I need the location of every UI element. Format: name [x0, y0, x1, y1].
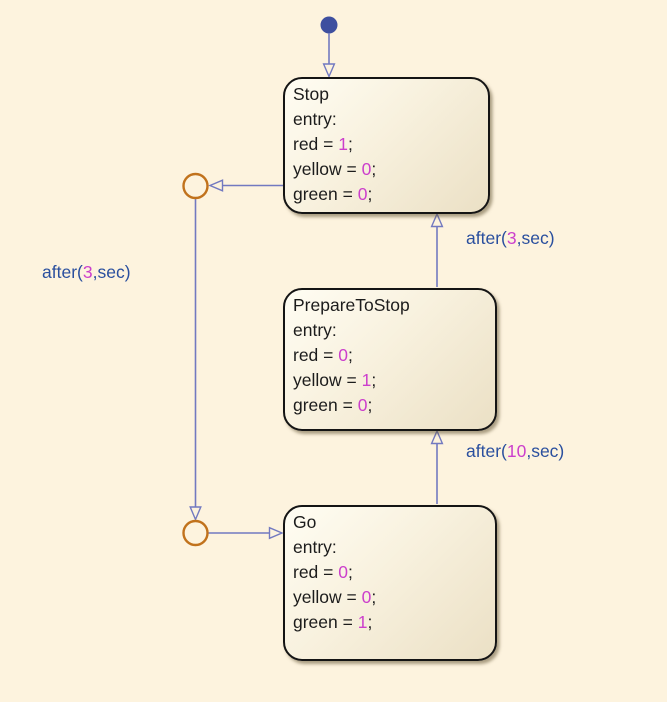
- transition-go-to-prepare[interactable]: [430, 429, 444, 504]
- label-prefix: after(: [466, 228, 507, 248]
- transition-label-prepare-to-stop[interactable]: after(3,sec): [466, 228, 555, 248]
- action-punct: ;: [347, 345, 353, 365]
- action-punct: ;: [367, 395, 373, 415]
- label-prefix: after(: [466, 441, 507, 461]
- action-lhs: green =: [293, 395, 358, 415]
- action-line: green = 1;: [293, 610, 489, 635]
- connective-junction-upper[interactable]: [182, 172, 209, 200]
- action-punct: ;: [367, 184, 373, 204]
- label-suffix: ,sec): [516, 228, 555, 248]
- label-suffix: ,sec): [526, 441, 565, 461]
- action-value: 0: [338, 345, 348, 365]
- action-punct: ;: [347, 562, 353, 582]
- action-value: 1: [361, 370, 372, 390]
- action-punct: ;: [371, 587, 377, 607]
- action-punct: ;: [367, 612, 373, 632]
- state-title: PrepareToStop: [293, 295, 410, 315]
- open-arrowhead-icon: [322, 63, 336, 79]
- entry-label: entry:: [293, 320, 337, 340]
- transition-default-to-stop[interactable]: [320, 16, 338, 79]
- action-line: red = 0;: [293, 343, 489, 368]
- transition-label-go-to-prepare[interactable]: after(10,sec): [466, 441, 564, 461]
- action-value: 0: [357, 395, 368, 415]
- action-line: red = 1;: [293, 132, 482, 157]
- action-lhs: red =: [293, 345, 339, 365]
- state-prepare-to-stop[interactable]: PrepareToStop entry: red = 0; yellow = 1…: [283, 288, 497, 431]
- state-stop[interactable]: Stop entry: red = 1; yellow = 0; green =…: [283, 77, 490, 214]
- action-value: 0: [361, 587, 372, 607]
- transition-junction-to-go[interactable]: [208, 526, 284, 540]
- entry-label: entry:: [293, 537, 337, 557]
- action-line: green = 0;: [293, 182, 482, 207]
- action-punct: ;: [371, 370, 377, 390]
- action-line: red = 0;: [293, 560, 489, 585]
- open-arrowhead-icon: [430, 429, 444, 445]
- transition-prepare-to-stop[interactable]: [430, 212, 444, 287]
- action-line: yellow = 0;: [293, 157, 482, 182]
- label-suffix: ,sec): [92, 262, 131, 282]
- action-value: 0: [361, 159, 372, 179]
- open-arrowhead-icon: [189, 506, 202, 522]
- action-value: 0: [338, 562, 348, 582]
- action-value: 1: [338, 134, 348, 154]
- action-line: yellow = 1;: [293, 368, 489, 393]
- open-arrowhead-icon: [430, 212, 444, 228]
- open-arrowhead-icon: [208, 179, 224, 192]
- initial-state-dot-icon: [320, 16, 338, 34]
- state-title: Go: [293, 512, 317, 532]
- label-value: 10: [506, 441, 527, 461]
- action-lhs: yellow =: [293, 370, 362, 390]
- action-line: green = 0;: [293, 393, 489, 418]
- transition-junction-to-junction[interactable]: [189, 198, 202, 522]
- action-lhs: red =: [293, 134, 339, 154]
- connective-junction-lower[interactable]: [182, 519, 209, 547]
- transition-label-stop-to-go[interactable]: after(3,sec): [42, 262, 131, 282]
- action-lhs: red =: [293, 562, 339, 582]
- action-punct: ;: [347, 134, 353, 154]
- action-line: yellow = 0;: [293, 585, 489, 610]
- action-lhs: yellow =: [293, 587, 362, 607]
- state-title: Stop: [293, 84, 329, 104]
- label-value: 3: [506, 228, 517, 248]
- state-go[interactable]: Go entry: red = 0; yellow = 0; green = 1…: [283, 505, 497, 661]
- open-arrowhead-icon: [268, 526, 284, 540]
- action-lhs: green =: [293, 184, 358, 204]
- action-value: 1: [357, 612, 368, 632]
- label-value: 3: [82, 262, 93, 282]
- action-punct: ;: [371, 159, 377, 179]
- label-prefix: after(: [42, 262, 83, 282]
- transition-stop-to-junction[interactable]: [208, 179, 283, 192]
- entry-label: entry:: [293, 109, 337, 129]
- action-lhs: green =: [293, 612, 358, 632]
- action-lhs: yellow =: [293, 159, 362, 179]
- action-value: 0: [357, 184, 368, 204]
